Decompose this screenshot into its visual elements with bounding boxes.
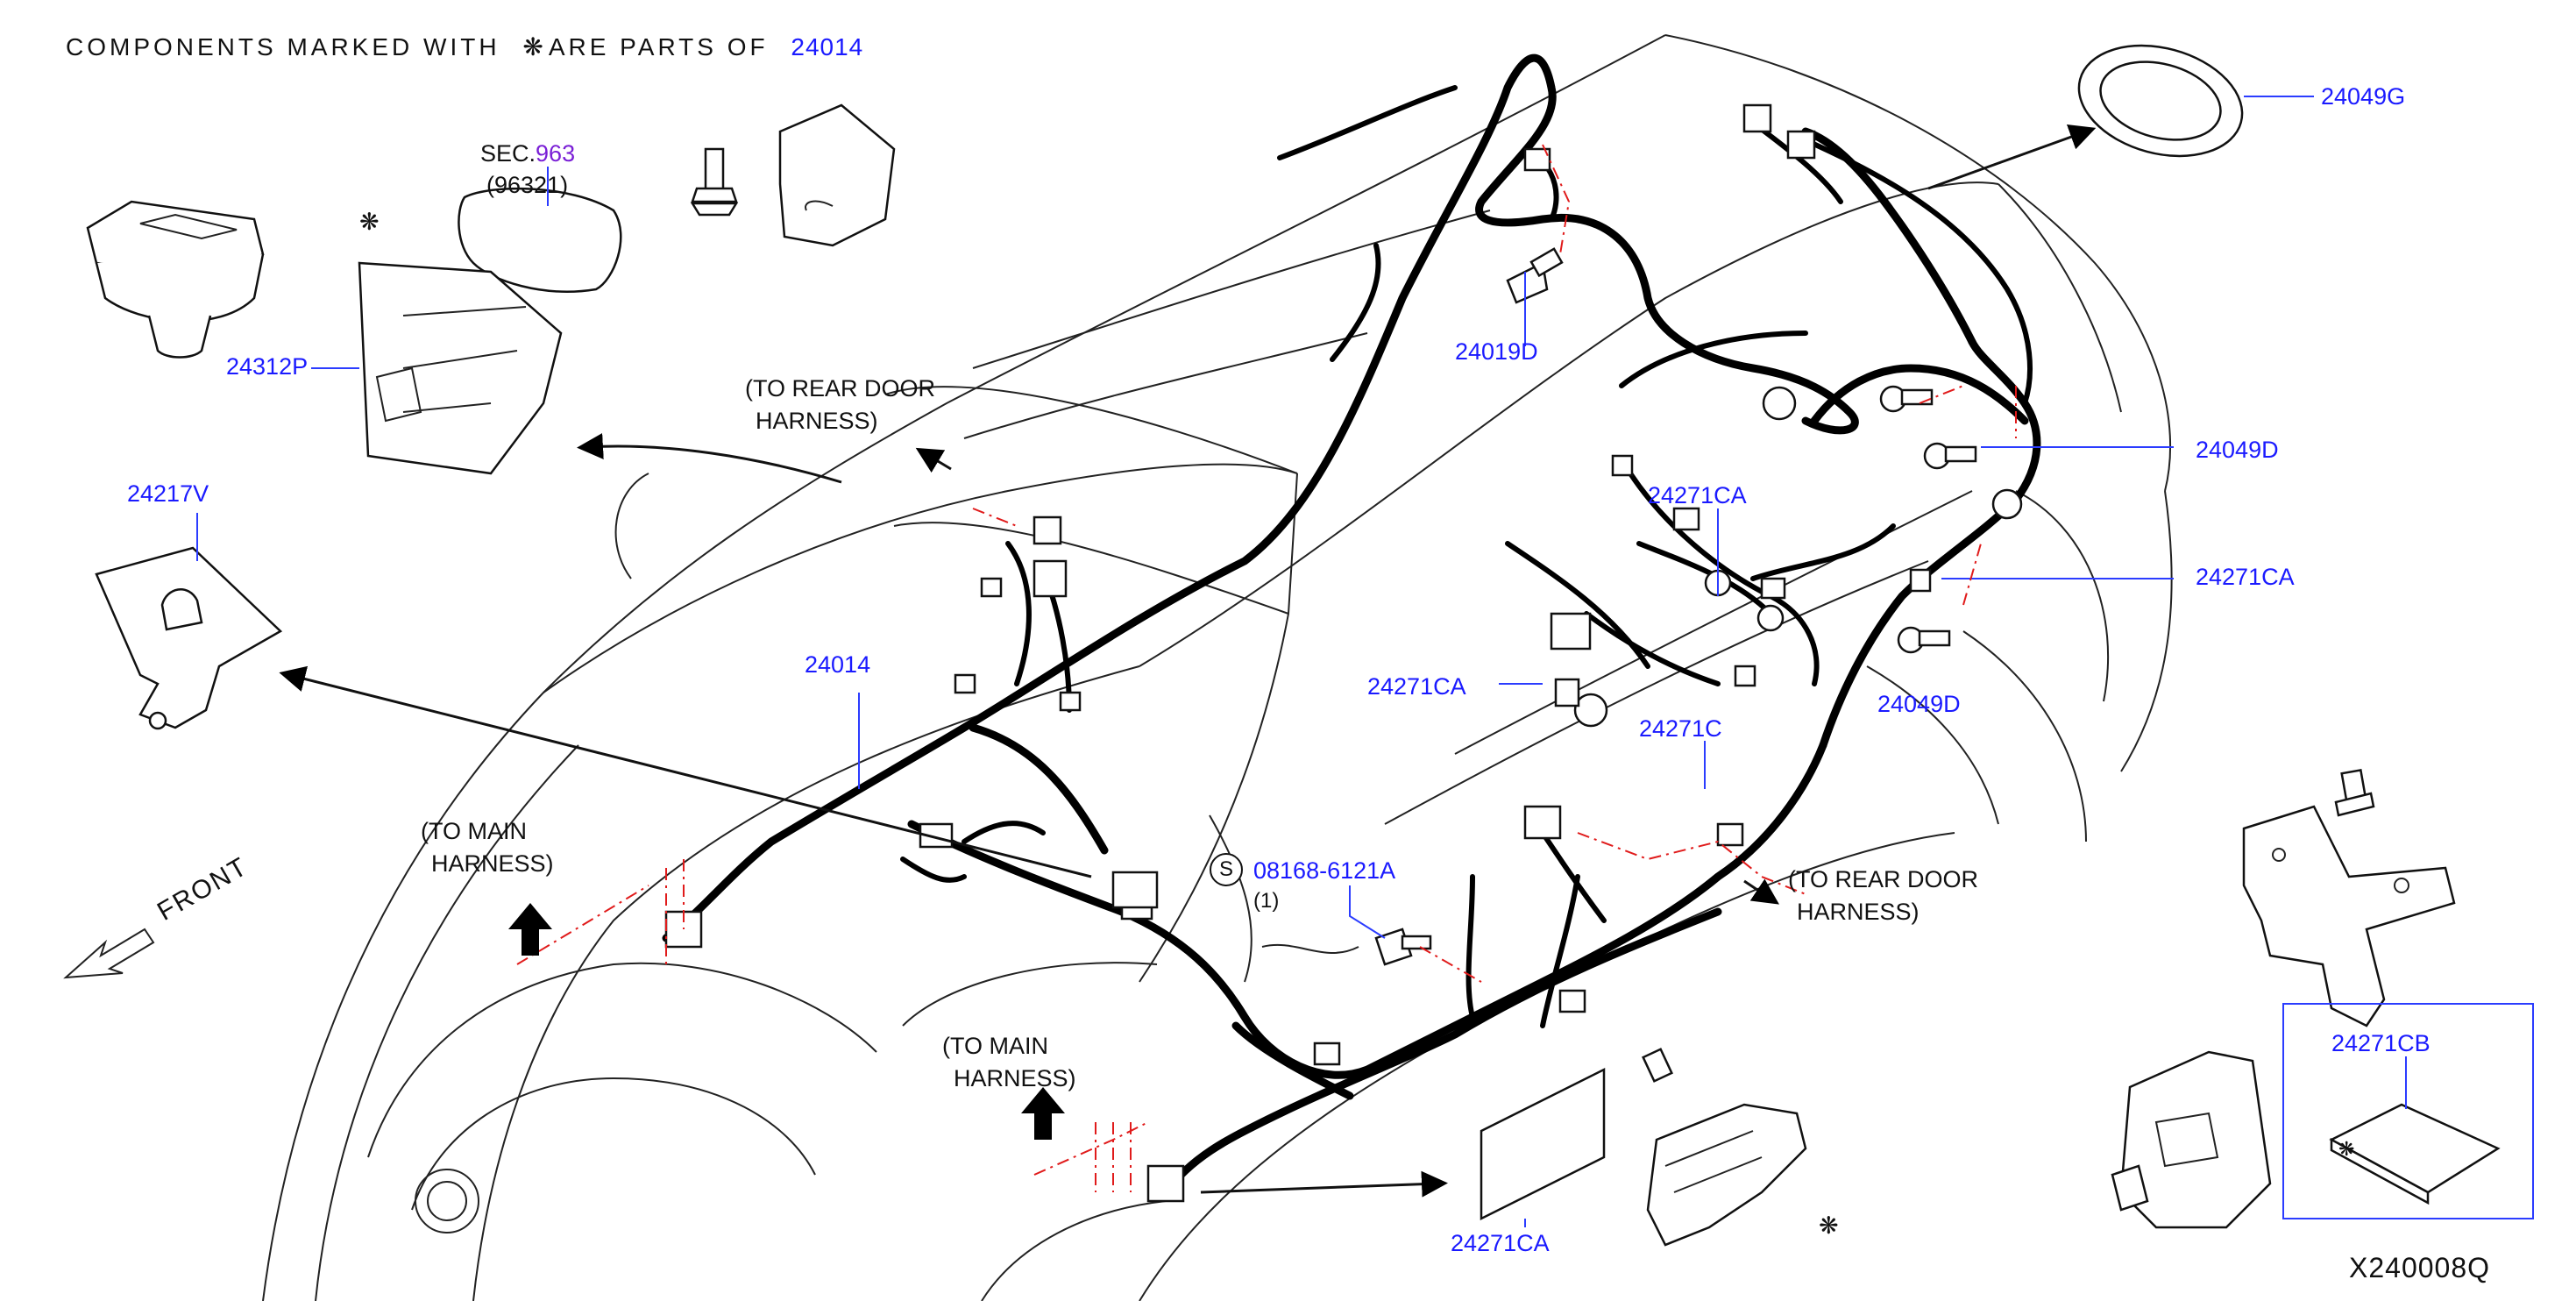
bracket-24217V [95, 513, 283, 730]
bracket-right [2242, 768, 2456, 1027]
header-suffix: ARE PARTS OF [548, 33, 769, 60]
bolt-symbol: S [1219, 857, 1234, 881]
sec-prefix: SEC. [480, 140, 536, 167]
mark-icon-1: ❋ [359, 209, 380, 235]
part-24271CA-bottom: 24271CA [1451, 1230, 1550, 1256]
mark-icon: ❋ [522, 33, 547, 60]
sec-label: SEC.963 [480, 142, 575, 166]
part-24217V: 24217V [127, 480, 209, 507]
main-wire-harness [662, 53, 2041, 1197]
grommet-24049G [2077, 44, 2314, 158]
fuse-box-assembly [2111, 1003, 2534, 1229]
header-prefix: COMPONENTS MARKED WITH [66, 33, 500, 60]
mark-icon-2: ❋ [1819, 1212, 1839, 1239]
callout-rear-door-top-line2: HARNESS) [756, 408, 878, 434]
callout-rear-door-right-line2: HARNESS) [1797, 899, 1920, 925]
bracket-bottom [1642, 1048, 1807, 1247]
sec-number: 963 [536, 140, 576, 167]
part-24049G: 24049G [2321, 83, 2406, 110]
part-24049D-lower: 24049D [1877, 691, 1961, 717]
callout-rear-door-top-line1: (TO REAR DOOR [745, 375, 936, 402]
mirror-bracket-assembly [311, 167, 622, 475]
drawing-code: X240008Q [2349, 1252, 2491, 1283]
leader-lines [858, 272, 1719, 789]
header-part-ref: 24014 [791, 33, 864, 60]
bolt-08168-6121A [1210, 853, 1432, 966]
part-24271CA-right: 24271CA [2196, 564, 2295, 590]
clip-24312P [86, 200, 265, 359]
mark-icon-3: ❋ [2338, 1138, 2355, 1160]
part-24271CA-top: 24271CA [1648, 482, 1747, 508]
part-24271CA-left: 24271CA [1367, 673, 1466, 700]
pad-24271CA-bottom [1480, 1067, 1606, 1227]
callout-rear-door-right-line1: (TO REAR DOOR [1788, 866, 1979, 892]
bracket-top [778, 103, 896, 247]
vehicle-body-outline [262, 34, 2173, 1301]
callout-main-left-line2: HARNESS) [431, 850, 554, 877]
part-24271CB: 24271CB [2331, 1030, 2431, 1056]
part-24019D: 24019D [1455, 338, 1538, 365]
part-24312P: 24312P [226, 353, 309, 380]
callout-main-bottom-line1: (TO MAIN [942, 1033, 1048, 1059]
mating-lines [516, 144, 2017, 1192]
bolt-24019D [1506, 247, 1564, 304]
bolt-top [690, 147, 739, 217]
part-24271C: 24271C [1639, 715, 1722, 742]
bolt-part-number: 08168-6121A [1253, 857, 1396, 884]
callout-main-left-line1: (TO MAIN [421, 818, 527, 844]
callout-main-bottom-line2: HARNESS) [954, 1065, 1076, 1091]
part-24014: 24014 [805, 651, 871, 678]
arrows [63, 124, 2097, 1198]
selection-box-24271CB [2282, 1003, 2534, 1219]
header-legend: COMPONENTS MARKED WITH ❋ARE PARTS OF 240… [66, 35, 863, 60]
part-24049D-upper: 24049D [2196, 437, 2279, 463]
bolts-24049D [1879, 385, 2174, 654]
bolt-quantity: (1) [1253, 889, 1280, 913]
sec-sub-label: (96321) [486, 172, 569, 198]
